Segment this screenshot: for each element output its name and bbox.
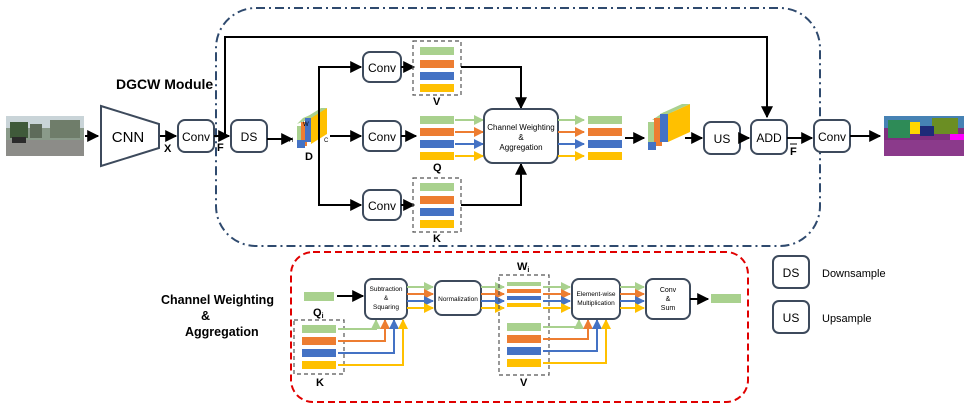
k-label: K — [433, 233, 441, 245]
detail-title-3: Aggregation — [185, 325, 259, 339]
normalization-block — [434, 280, 482, 316]
elementwise-label-1: Element-wise — [576, 291, 615, 298]
convsum-label-3: Sum — [661, 305, 676, 312]
legend-ds-text: Downsample — [822, 268, 886, 280]
subtraction-label-2: & — [384, 295, 389, 302]
legend-ds-box — [772, 255, 810, 289]
legend-us-box — [772, 300, 810, 334]
ds-block — [230, 119, 268, 153]
v-stack-frame — [412, 40, 462, 96]
wi-label: Wi — [517, 261, 529, 274]
cwa-label-2: & — [518, 133, 524, 142]
normalization-label: Normalization — [438, 296, 478, 303]
elementwise-multiplication-block — [571, 278, 621, 320]
module-title: DGCW Module — [116, 76, 213, 92]
detail-frame — [290, 251, 749, 403]
x-label: X — [164, 143, 172, 155]
output-tensor-cube — [648, 104, 690, 150]
output-segmentation-image — [884, 116, 964, 156]
legend-us-abbr: US — [783, 311, 800, 325]
subtraction-label-3: Squaring — [373, 304, 399, 311]
detail-k-label: K — [316, 377, 324, 389]
cwa-label-3: Aggregation — [499, 143, 542, 152]
skip-connection — [224, 36, 773, 136]
elementwise-label-2: Multiplication — [577, 300, 615, 307]
convsum-label-1: Conv — [660, 287, 677, 294]
tensor-d-cube — [297, 108, 327, 148]
us-label: US — [714, 132, 731, 146]
detail-title-1: Channel Weighting — [161, 293, 274, 307]
add-label: ADD — [756, 131, 782, 145]
convsum-label-2: & — [666, 296, 671, 303]
detail-output-bar — [711, 294, 741, 303]
f-bar-label: F — [790, 146, 797, 158]
legend-us-text: Upsample — [822, 313, 872, 325]
f-label: F — [217, 142, 224, 154]
ds-label: DS — [241, 130, 258, 144]
k-stack-frame — [412, 177, 462, 233]
conv-output-label: Conv — [818, 130, 846, 144]
h-dim-label: H — [289, 138, 293, 144]
legend-ds-abbr: DS — [783, 266, 800, 280]
conv-k-label: Conv — [368, 199, 396, 213]
conv-v-label: Conv — [368, 61, 396, 75]
detail-k-frame — [293, 319, 345, 375]
conv-input-label: Conv — [182, 130, 210, 144]
c-dim-label: C — [324, 138, 329, 144]
channel-weighting-block — [483, 108, 559, 164]
cnn-label: CNN — [112, 129, 145, 146]
d-label: D — [305, 151, 313, 163]
w-dim-label: W — [303, 122, 309, 128]
v-label: V — [433, 96, 441, 108]
cwa-label-1: Channel Weighting — [487, 123, 554, 132]
input-street-image — [6, 116, 84, 156]
wi-stack-frame — [498, 274, 550, 376]
detail-title-2: & — [201, 309, 210, 323]
qi-bar — [304, 292, 334, 301]
subtraction-squaring-block — [364, 278, 408, 320]
qi-label: Qi — [313, 307, 324, 320]
cnn-block — [100, 104, 160, 168]
conv-q-label: Conv — [368, 130, 396, 144]
detail-v-label: V — [520, 377, 528, 389]
q-label: Q — [433, 162, 442, 174]
subtraction-label-1: Subtraction — [370, 286, 403, 293]
